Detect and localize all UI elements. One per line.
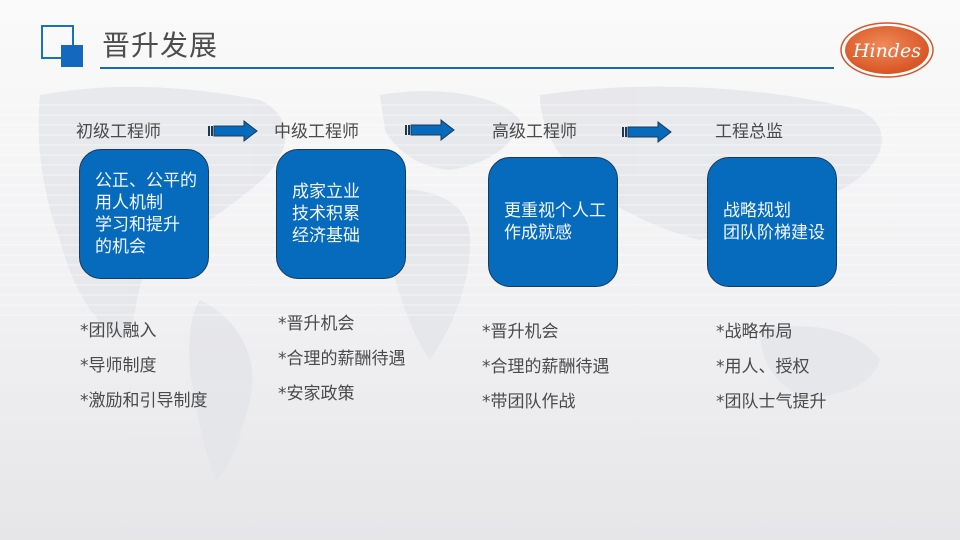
bullet-list-senior: *晋升机会 *合理的薪酬待遇 *带团队作战 (482, 321, 610, 426)
box-line: 学习和提升 (95, 215, 180, 235)
overlapping-squares-icon (41, 25, 74, 59)
stage-box-director: 战略规划 团队阶梯建设 (707, 157, 837, 287)
list-item: *用人、授权 (716, 357, 810, 377)
stage-box-mid: 成家立业 技术积累 经济基础 (276, 149, 406, 279)
title-underline (100, 67, 834, 69)
box-line: 团队阶梯建设 (723, 223, 825, 243)
right-arrow-icon (622, 121, 672, 143)
box-line: 更重视个人工 (504, 201, 606, 221)
list-item: *导师制度 (80, 356, 157, 376)
stage-label-senior: 高级工程师 (492, 122, 577, 142)
list-item: *团队融入 (80, 321, 157, 341)
list-item: *团队士气提升 (716, 392, 827, 412)
stage-box-senior: 更重视个人工 作成就感 (488, 157, 618, 287)
list-item: *安家政策 (278, 384, 355, 404)
list-item: *晋升机会 (482, 322, 559, 342)
brand-logo: Hindes (838, 20, 936, 80)
list-item: *激励和引导制度 (80, 391, 208, 411)
bullet-list-director: *战略布局 *用人、授权 *团队士气提升 (716, 321, 827, 426)
list-item: *合理的薪酬待遇 (482, 357, 610, 377)
box-line: 公正、公平的 (95, 171, 197, 191)
list-item: *带团队作战 (482, 392, 576, 412)
bullet-list-mid: *晋升机会 *合理的薪酬待遇 *安家政策 (278, 313, 406, 418)
list-item: *晋升机会 (278, 314, 355, 334)
box-line: 技术积累 (292, 204, 360, 224)
box-line: 成家立业 (292, 182, 360, 202)
stage-label-junior: 初级工程师 (76, 122, 161, 142)
right-arrow-icon (405, 119, 455, 141)
page-title: 晋升发展 (102, 29, 219, 62)
stage-box-junior: 公正、公平的 用人机制 学习和提升 的机会 (79, 149, 209, 279)
box-line: 战略规划 (723, 201, 791, 221)
list-item: *合理的薪酬待遇 (278, 349, 406, 369)
overlapping-squares-icon-fill (61, 45, 83, 67)
box-line: 用人机制 (95, 193, 163, 213)
stage-label-mid: 中级工程师 (274, 122, 359, 142)
right-arrow-icon (208, 120, 258, 142)
stage-label-director: 工程总监 (715, 122, 783, 142)
box-line: 的机会 (95, 237, 146, 257)
box-line: 经济基础 (292, 226, 360, 246)
list-item: *战略布局 (716, 322, 793, 342)
brand-logo-icon: Hindes (840, 22, 934, 78)
bullet-list-junior: *团队融入 *导师制度 *激励和引导制度 (80, 320, 208, 425)
brand-logo-text: Hindes (852, 40, 921, 62)
box-line: 作成就感 (504, 223, 572, 243)
